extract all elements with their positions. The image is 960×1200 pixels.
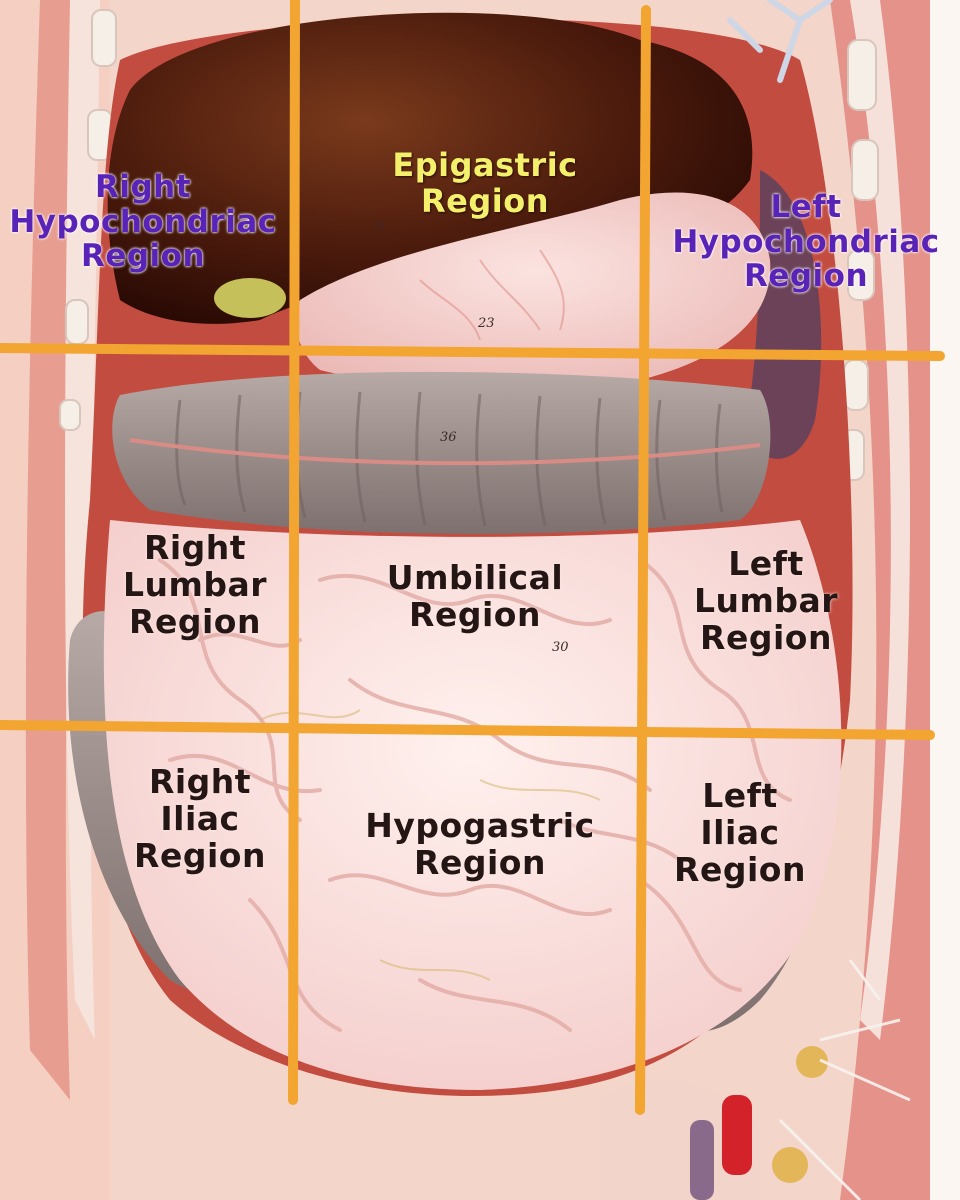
label-line: Lumbar	[122, 564, 268, 604]
transverse-colon	[112, 371, 771, 534]
label-line: Region	[421, 181, 549, 220]
label-hypogastric: Hypogastric Region	[340, 806, 620, 882]
label-umbilical: Umbilical Region	[360, 558, 590, 634]
label-right-hypochondriac: Right Hypochondriac Region	[0, 170, 288, 274]
label-line: Right	[148, 762, 252, 801]
grid-line-vertical-left	[635, 5, 651, 1115]
label-line: Region	[743, 258, 869, 295]
label-left-hypochondriac: Left Hypochondriac Region	[656, 190, 956, 294]
label-line: Umbilical	[386, 558, 564, 597]
label-line: Region	[134, 835, 266, 875]
label-line: Hypogastric	[365, 806, 595, 845]
gallbladder	[214, 278, 286, 318]
label-line: Hypochondriac	[9, 203, 277, 240]
label-line: Region	[674, 849, 806, 889]
colon-number-marker: 36	[440, 430, 457, 445]
label-line: Left	[702, 776, 778, 815]
label-left-lumbar: Left Lumbar Region	[676, 544, 856, 657]
grid-line-transtubercular	[0, 720, 935, 740]
label-line: Lumbar	[693, 580, 839, 620]
label-line: Iliac	[160, 798, 240, 838]
label-line: Region	[700, 617, 832, 657]
label-line: Left	[770, 189, 842, 225]
label-line: Hypochondriac	[672, 223, 940, 260]
small-intestine	[103, 520, 842, 1090]
label-line: Left	[728, 544, 804, 583]
lymph-node	[796, 1046, 828, 1078]
artery	[722, 1095, 752, 1175]
label-line: Right	[143, 528, 247, 567]
grid-line-vertical-right	[288, 0, 300, 1105]
vein	[690, 1120, 714, 1200]
label-line: Region	[414, 842, 546, 882]
label-line: Iliac	[700, 812, 780, 852]
stomach	[296, 192, 771, 389]
vessel-branches	[727, 0, 833, 83]
label-epigastric: Epigastric Region	[360, 146, 610, 220]
label-line: Region	[409, 594, 541, 634]
region-grid-lines	[0, 0, 945, 1115]
label-left-iliac: Left Iliac Region	[650, 776, 830, 889]
label-line: Region	[129, 601, 261, 641]
grid-line-subcostal	[0, 343, 945, 361]
label-right-lumbar: Right Lumbar Region	[100, 528, 290, 641]
intestine-number-marker: 30	[552, 640, 569, 655]
liver-letter-marker: a	[376, 218, 384, 233]
label-line: Epigastric	[392, 146, 578, 184]
label-line: Right	[94, 169, 192, 205]
label-right-iliac: Right Iliac Region	[110, 762, 290, 875]
stomach-number-marker: 23	[478, 316, 495, 331]
label-line: Region	[80, 238, 206, 275]
